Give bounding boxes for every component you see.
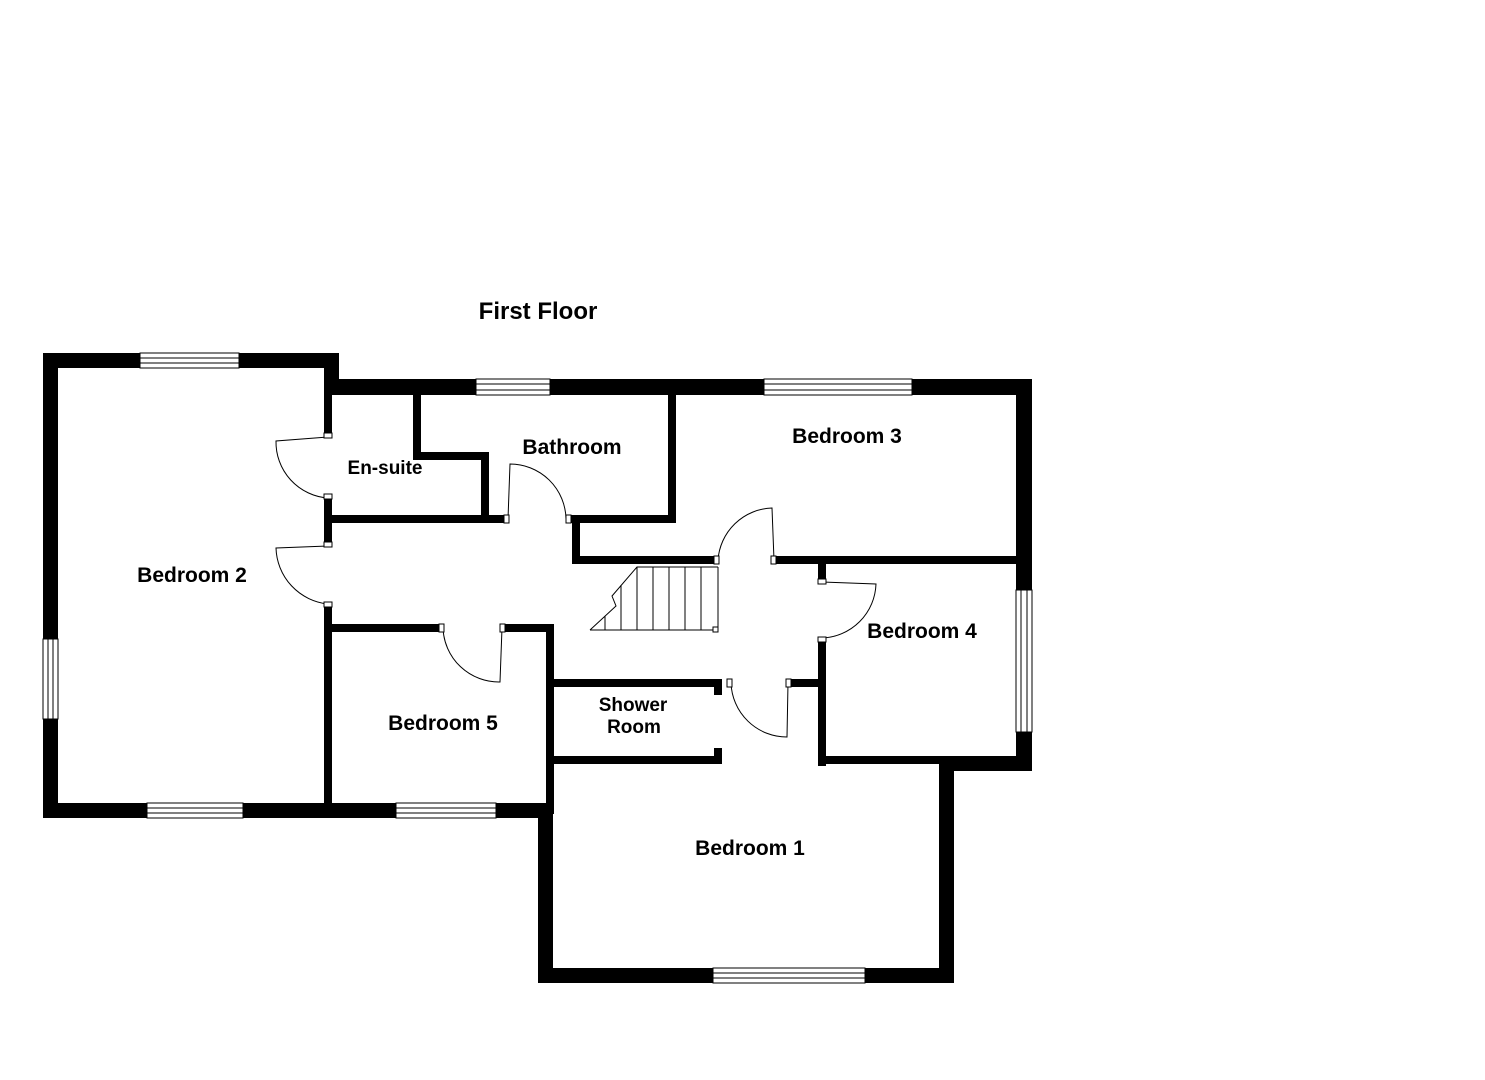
window [763, 378, 913, 396]
window [1015, 589, 1033, 733]
wall [546, 624, 554, 814]
room-labels: Bedroom 2 En-suite Bathroom Bedroom 3 Be… [137, 425, 977, 860]
wall [939, 756, 1032, 771]
room-label-bedroom-2: Bedroom 2 [137, 564, 247, 587]
wall [818, 564, 826, 582]
room-label-bedroom-1: Bedroom 1 [695, 837, 805, 860]
window [42, 638, 59, 720]
doors [275, 432, 877, 738]
door [726, 678, 792, 738]
wall [818, 756, 958, 764]
windows [42, 352, 1033, 984]
wall [502, 624, 554, 632]
wall [324, 379, 1032, 395]
interior-walls [324, 393, 1024, 814]
wall [481, 452, 489, 522]
wall [324, 624, 443, 632]
room-label-shower: Shower [599, 695, 668, 716]
window [475, 378, 551, 396]
staircase [589, 566, 719, 633]
wall [788, 679, 826, 687]
floor-title: First Floor [479, 298, 598, 325]
wall [413, 393, 421, 460]
window [712, 967, 866, 984]
room-label-en-suite: En-suite [348, 458, 423, 479]
window [146, 802, 244, 819]
window [139, 352, 240, 369]
wall [668, 393, 676, 523]
door [503, 463, 572, 524]
room-label-bedroom-5: Bedroom 5 [388, 712, 498, 735]
wall [714, 748, 722, 764]
wall [538, 803, 553, 983]
door [438, 623, 506, 683]
wall [572, 556, 718, 564]
room-label-bathroom: Bathroom [522, 436, 621, 459]
wall [43, 353, 58, 818]
door [275, 432, 333, 500]
wall [324, 393, 332, 437]
wall [714, 679, 722, 695]
wall [572, 515, 580, 564]
wall [939, 756, 954, 983]
wall [324, 515, 508, 523]
door [713, 507, 777, 565]
wall [568, 515, 676, 523]
door [275, 541, 333, 608]
window [395, 802, 497, 819]
room-label-bedroom-3: Bedroom 3 [792, 425, 902, 448]
wall [546, 679, 722, 687]
wall [324, 606, 332, 810]
wall [818, 640, 826, 766]
wall [546, 756, 722, 764]
door [817, 578, 877, 643]
wall [413, 452, 489, 460]
wall [774, 556, 1024, 564]
room-label-shower-room: Room [607, 717, 661, 738]
room-label-bedroom-4: Bedroom 4 [867, 620, 977, 643]
